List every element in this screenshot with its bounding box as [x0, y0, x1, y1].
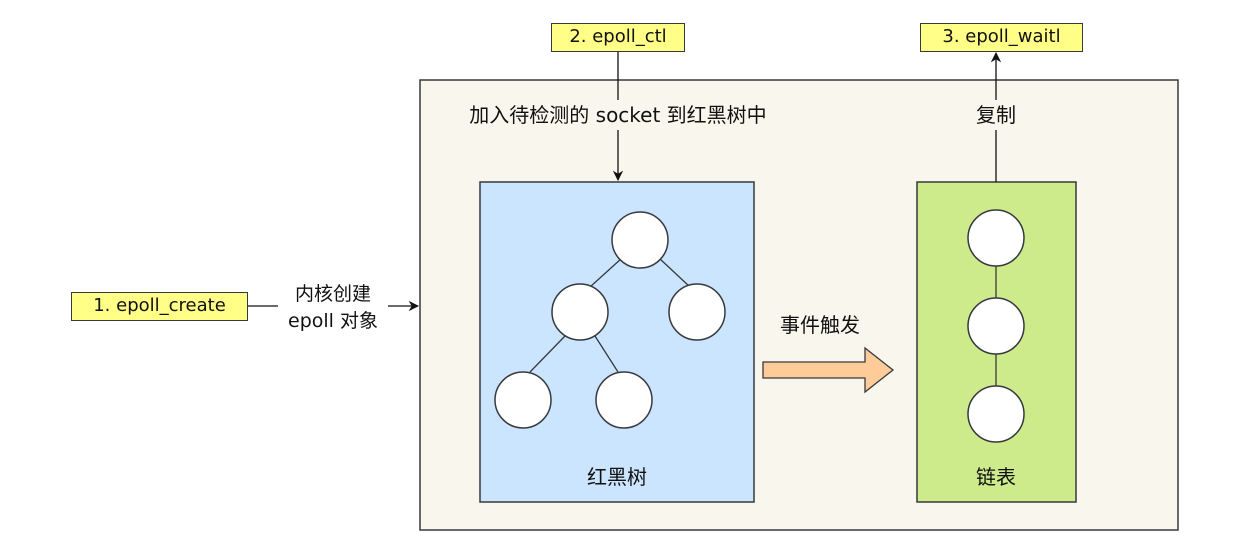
list-node-2 [967, 297, 1025, 355]
event-trigger-arrow [762, 346, 895, 394]
tree-edge [589, 257, 623, 288]
event-trigger-label: 事件触发 [780, 313, 860, 337]
kernel-create-label-line1: 内核创建 [294, 283, 371, 305]
linked-list-label: 链表 [976, 465, 1016, 489]
tree-edge [658, 257, 691, 288]
list-node-3 [967, 385, 1025, 443]
epoll-wait-tag: 3. epoll_waitl [920, 23, 1083, 52]
add-socket-label: 加入待检测的 socket 到红黑树中 [469, 103, 767, 127]
epoll-ctl-tag: 2. epoll_ctl [551, 23, 685, 52]
epoll-create-tag: 1. epoll_create [71, 292, 248, 321]
tree-edge [594, 335, 619, 373]
tree-node-right [668, 283, 726, 341]
list-node-1 [967, 209, 1025, 267]
tree-node-left [551, 283, 609, 341]
tree-node-left-right [595, 371, 653, 429]
tree-node-root [611, 211, 669, 269]
tree-edge [529, 335, 566, 373]
rb-tree-label: 红黑树 [587, 465, 647, 489]
tree-node-left-left [494, 371, 552, 429]
kernel-create-label-line2: epoll 对象 [288, 310, 378, 332]
copy-label: 复制 [976, 103, 1016, 127]
